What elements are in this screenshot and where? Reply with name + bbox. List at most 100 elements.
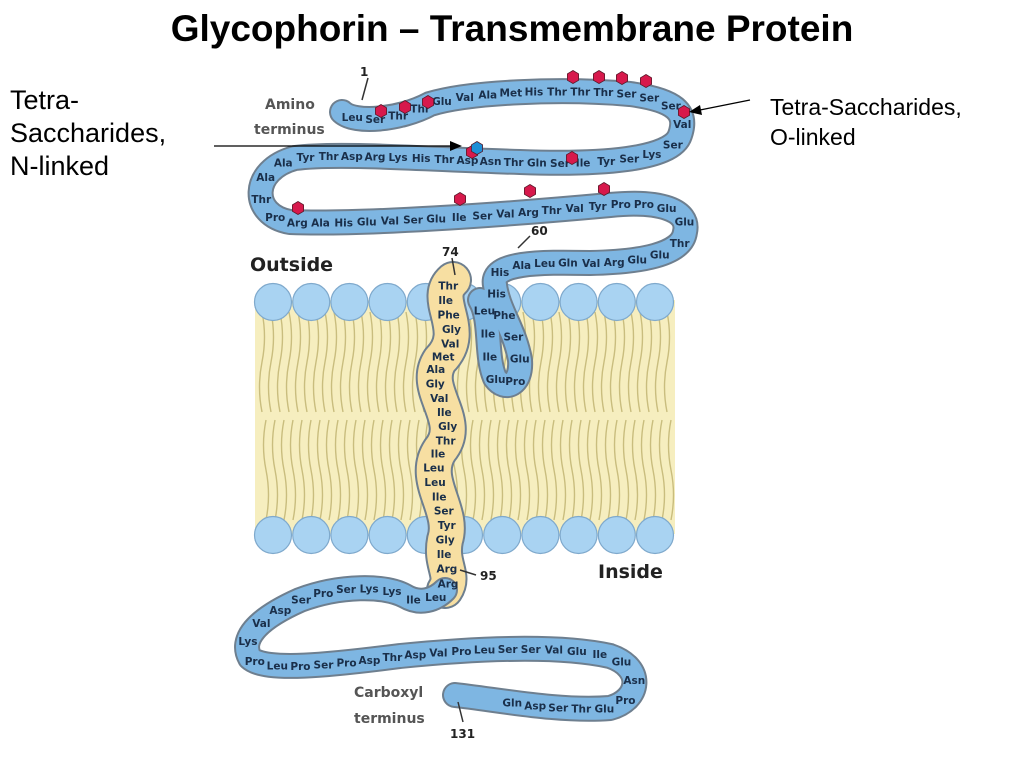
n-linked-line-1: Tetra- bbox=[10, 85, 80, 115]
lipid-tail bbox=[627, 311, 635, 413]
residue-label: Glu bbox=[357, 217, 377, 229]
residue-label: Ile bbox=[483, 352, 498, 364]
residue-label: Val bbox=[252, 618, 270, 630]
lipid-tail bbox=[271, 419, 279, 521]
residue-label: Ser bbox=[521, 644, 542, 656]
residue-label: Asp bbox=[359, 655, 381, 667]
lipid-tail bbox=[357, 311, 365, 413]
residue-label: Thr bbox=[593, 87, 614, 99]
o-linked-sugar-icon bbox=[453, 192, 467, 206]
residue-label: Tyr bbox=[438, 520, 457, 532]
lipid-tail bbox=[586, 419, 594, 521]
n-linked-annotation: Tetra- Saccharides, N-linked bbox=[10, 84, 166, 183]
residue-label: Val bbox=[441, 339, 459, 351]
residue-label: Ser bbox=[619, 154, 640, 166]
residue-label: Thr bbox=[434, 154, 455, 166]
position-1: 1 bbox=[360, 65, 368, 79]
residue-label: Gly bbox=[442, 324, 461, 336]
lipid-tail bbox=[465, 311, 473, 413]
lipid-tail bbox=[546, 311, 554, 413]
lipid-tail bbox=[514, 419, 522, 521]
lipid-tail bbox=[613, 419, 621, 521]
lipid-tail bbox=[618, 311, 626, 413]
residue-label: Gly bbox=[426, 379, 445, 391]
position-1-tick bbox=[361, 77, 369, 101]
residue-label: Glu bbox=[595, 703, 615, 715]
lipid-tail bbox=[406, 419, 414, 521]
lipid-tail bbox=[361, 419, 369, 521]
residue-label: Met bbox=[500, 88, 523, 100]
lipid-tail bbox=[375, 311, 383, 413]
residue-label: Ala bbox=[512, 260, 531, 272]
lipid-tail bbox=[564, 311, 572, 413]
residue-label: Ser bbox=[291, 595, 312, 607]
lipid-tail bbox=[397, 419, 405, 521]
lipid-tail bbox=[289, 419, 297, 521]
lipid-tail bbox=[622, 419, 630, 521]
residue-label: Asn bbox=[480, 156, 502, 168]
residue-label: Thr bbox=[542, 205, 563, 217]
lipid-tail bbox=[321, 311, 329, 413]
residue-label: Val bbox=[430, 393, 448, 405]
lipid-tail bbox=[532, 419, 540, 521]
residue-label: Ile bbox=[576, 157, 591, 169]
residue-label: Ser bbox=[336, 584, 357, 596]
residue-label: Arg bbox=[365, 151, 386, 163]
residue-label: Ser bbox=[403, 215, 424, 227]
lipid-head bbox=[521, 282, 560, 322]
lipid-tail bbox=[285, 311, 293, 413]
lipid-tail bbox=[640, 419, 648, 521]
extracellular-chain bbox=[249, 80, 697, 396]
lipid-tail bbox=[384, 311, 392, 413]
residue-label: Ile bbox=[481, 328, 496, 340]
lipid-tail bbox=[280, 419, 288, 521]
residue-label: Ser bbox=[550, 158, 571, 170]
o-linked-sugar-icon bbox=[398, 100, 412, 114]
residue-label: Leu bbox=[267, 661, 288, 673]
residue-label: His bbox=[491, 267, 510, 279]
lipid-tail bbox=[334, 419, 342, 521]
lipid-tail bbox=[379, 419, 387, 521]
lipid-head bbox=[597, 515, 636, 555]
o-linked-sugar-icon bbox=[640, 74, 652, 88]
residue-label: Phe bbox=[493, 310, 515, 322]
o-linked-arrowhead bbox=[689, 105, 702, 115]
position-131-tick bbox=[457, 701, 464, 723]
residue-label: Leu bbox=[474, 645, 495, 657]
residue-label: Asp bbox=[341, 151, 363, 163]
residue-label: Glu bbox=[612, 656, 632, 668]
lipid-tail bbox=[604, 419, 612, 521]
residue-label: Asp bbox=[524, 700, 546, 712]
o-linked-sugar-icon bbox=[291, 201, 305, 215]
lipid-head bbox=[253, 515, 293, 555]
lipid-tail bbox=[559, 419, 567, 521]
residue-label: Arg bbox=[287, 217, 308, 229]
lipid-tail bbox=[312, 311, 320, 413]
residue-label: Glu bbox=[650, 249, 670, 261]
o-linked-sugar-icon bbox=[524, 184, 536, 198]
lipid-head bbox=[521, 515, 560, 555]
lipid-tail bbox=[663, 311, 671, 413]
residue-label: Ala bbox=[426, 364, 445, 376]
residue-label: Arg bbox=[604, 257, 625, 269]
residue-label: Val bbox=[496, 209, 514, 221]
residue-label: Gln bbox=[502, 698, 522, 710]
residue-label: Pro bbox=[336, 657, 356, 669]
lipid-tail bbox=[402, 311, 410, 413]
n-linked-line-2: Saccharides, bbox=[10, 118, 167, 148]
lipid-tail bbox=[478, 419, 486, 521]
lipid-tail bbox=[595, 419, 603, 521]
residue-label: Ser bbox=[503, 331, 524, 343]
residue-label: Thr bbox=[382, 652, 403, 664]
lipid-tail bbox=[591, 311, 599, 413]
position-95: 95 bbox=[480, 569, 497, 583]
carboxyl-terminus-label-2: terminus bbox=[354, 711, 425, 727]
lipid-head bbox=[368, 515, 407, 555]
lipid-tail bbox=[352, 419, 360, 521]
residue-label: Val bbox=[566, 203, 584, 215]
position-131: 131 bbox=[450, 727, 475, 741]
residue-label: Gln bbox=[527, 158, 547, 170]
residue-label: Ile bbox=[437, 549, 452, 561]
residue-label: Ser bbox=[548, 703, 569, 715]
outside-label: Outside bbox=[250, 254, 333, 276]
